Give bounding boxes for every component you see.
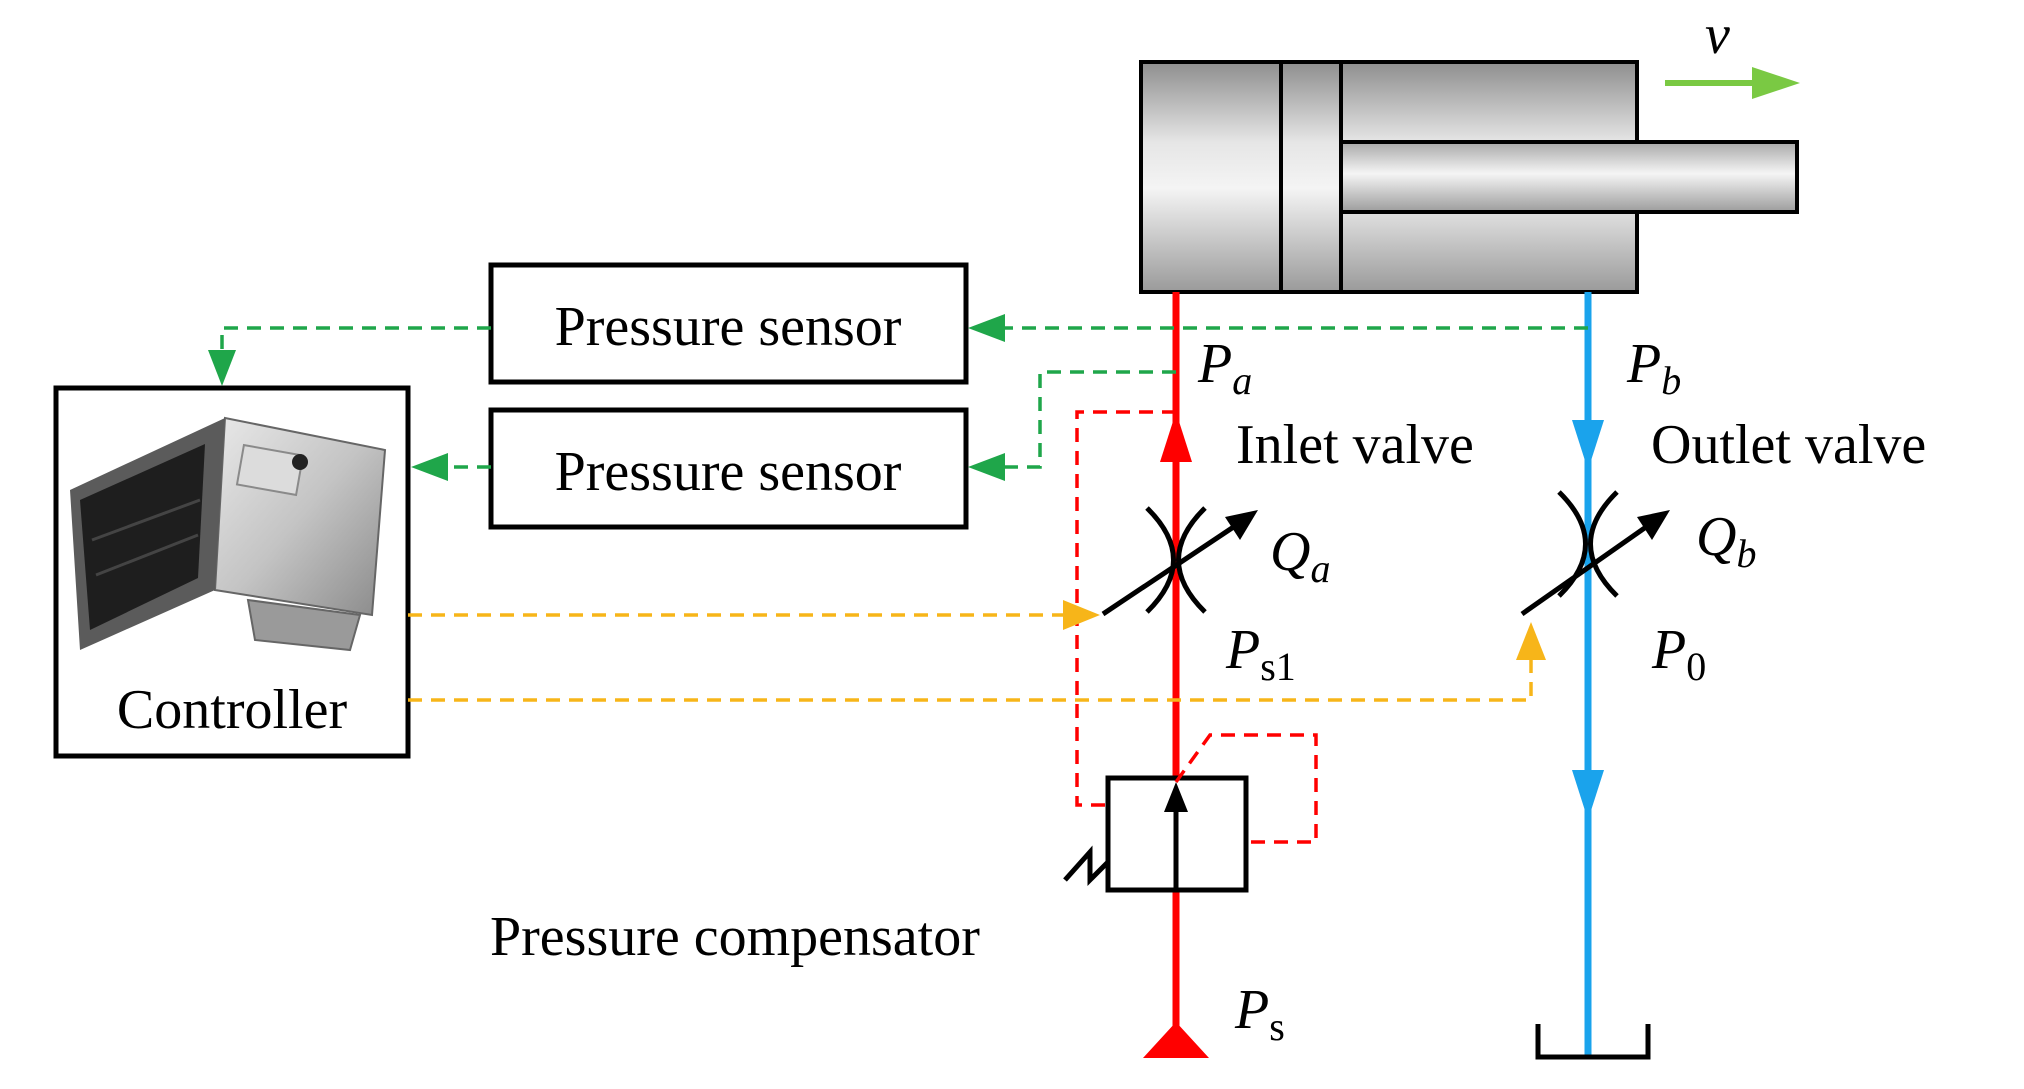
return-flow-arrow-lower [1572,770,1604,820]
pilot-lines [1075,410,1318,844]
return-line [1572,292,1604,1055]
inlet-valve-label: Inlet valve [1236,414,1474,476]
control-signal-arrowheads [1063,600,1546,660]
pressure-sensor-bottom-label: Pressure sensor [555,441,902,503]
piston-rod [1339,140,1799,214]
outlet-valve-orifice [1520,490,1670,617]
pressure-compensator [1063,775,1249,893]
p0-label: P0 [1651,619,1706,689]
sensor-signal-lines [220,326,1588,469]
sensor-signal-arrowheads [208,314,1005,481]
ps1-label: Ps1 [1225,619,1296,689]
supply-line [1143,292,1209,1058]
compensator-spring [1063,845,1110,887]
qa-label: Qa [1270,521,1330,591]
pressure-sensor-top: Pressure sensor [488,262,969,385]
pb-label: Pb [1626,333,1681,403]
hydraulic-cylinder [1139,60,1799,294]
pressure-sensor-top-label: Pressure sensor [555,296,902,358]
supply-source-triangle [1143,1022,1209,1058]
velocity-label: v [1705,4,1730,66]
pa-label: Pa [1197,333,1252,403]
control-signal-lines [408,613,1533,702]
velocity-arrow [1665,67,1800,99]
outlet-valve-label: Outlet valve [1651,414,1926,476]
ps-label: Ps [1234,979,1285,1049]
controller-label: Controller [117,679,348,741]
inlet-valve-orifice [1101,506,1258,617]
controller-ecu-image [70,416,387,652]
qb-label: Qb [1696,506,1756,576]
return-flow-arrow-upper [1572,420,1604,470]
pressure-sensor-bottom: Pressure sensor [488,407,969,530]
cylinder-piston [1279,60,1343,294]
supply-flow-arrow [1160,412,1192,462]
pressure-compensator-label: Pressure compensator [490,906,980,968]
controller-box: Controller [53,385,411,759]
tank-icon [1535,1024,1651,1060]
